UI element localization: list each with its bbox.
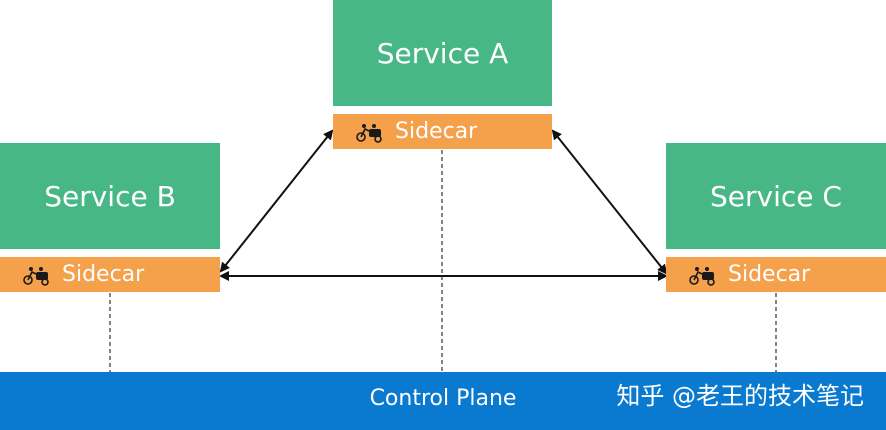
service-c-box: Service C <box>666 143 886 249</box>
control-plane-bar: Control Plane 知乎 @老王的技术笔记 <box>0 372 886 430</box>
control-plane-label: Control Plane <box>369 386 517 411</box>
service-b-box: Service B <box>0 143 220 249</box>
motorcycle-sidecar-icon <box>689 266 715 286</box>
sidecar-c-label: Sidecar <box>728 262 811 287</box>
motorcycle-sidecar-icon <box>356 123 382 143</box>
motorcycle-sidecar-icon <box>23 266 49 286</box>
sidecar-a-label: Sidecar <box>395 119 478 144</box>
watermark: 知乎 @老王的技术笔记 <box>616 382 864 410</box>
link-a-b <box>219 129 334 273</box>
sidecar-b-label: Sidecar <box>62 262 145 287</box>
sidecar-a: Sidecar <box>333 114 552 149</box>
sidecar-b: Sidecar <box>0 257 220 292</box>
link-a-c <box>551 129 668 275</box>
sidecar-c: Sidecar <box>666 257 886 292</box>
service-a-box: Service A <box>333 0 552 106</box>
